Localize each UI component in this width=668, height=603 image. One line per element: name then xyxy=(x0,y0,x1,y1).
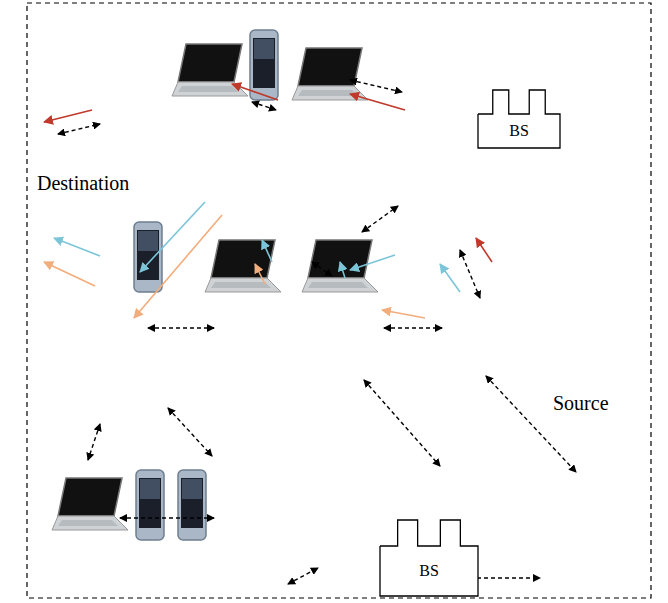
laptop-icon xyxy=(292,48,368,100)
station-label: BS xyxy=(478,122,560,140)
coverage-boundary xyxy=(27,3,651,598)
base-station-outline xyxy=(478,90,560,148)
base-station: BS xyxy=(380,520,478,596)
wireless-links xyxy=(58,80,576,584)
station-label: BS xyxy=(380,562,478,580)
laptop-icon xyxy=(172,44,248,96)
role-label: Destination xyxy=(36,172,130,195)
phone-icon xyxy=(178,470,206,540)
laptop-icon xyxy=(302,240,378,292)
base-station-shape xyxy=(478,90,560,148)
base-station-outline xyxy=(380,520,478,596)
devices xyxy=(52,30,378,540)
laptop-icon xyxy=(205,240,281,292)
base-station-shape xyxy=(380,520,478,596)
role-label: Source xyxy=(552,392,610,415)
data-flows xyxy=(44,84,492,318)
laptop-icon xyxy=(52,478,128,530)
base-station: BS xyxy=(478,90,560,148)
phone-icon xyxy=(136,470,164,540)
phone-icon xyxy=(250,30,278,100)
phone-icon xyxy=(134,222,162,292)
